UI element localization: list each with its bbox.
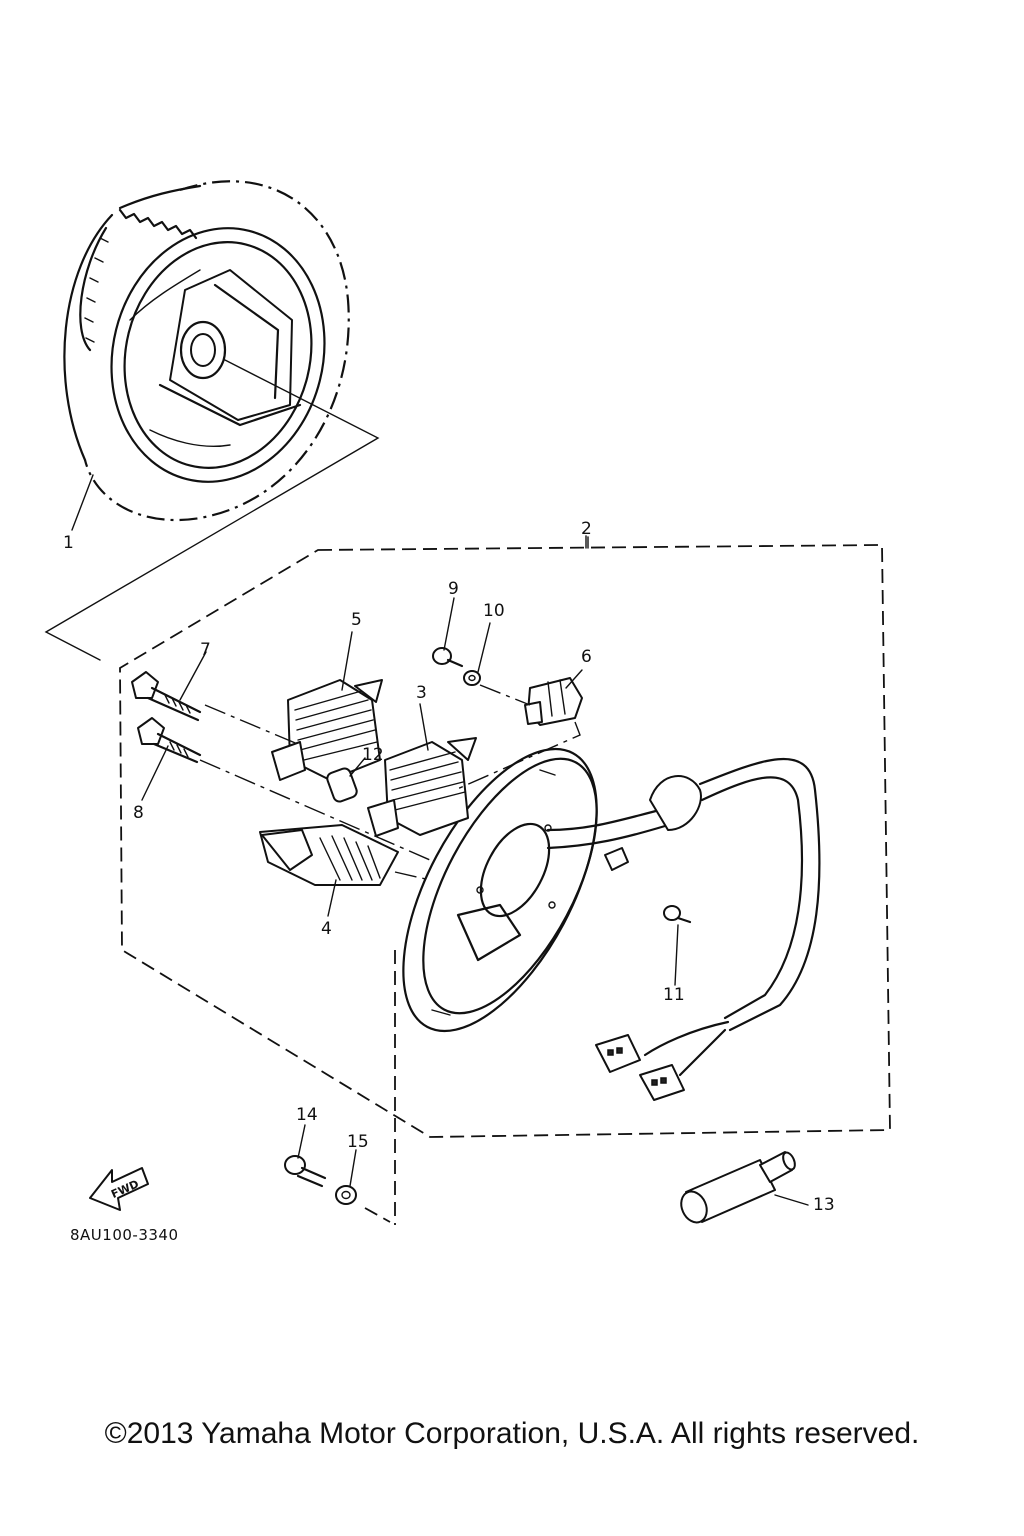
callout-4: 4 <box>321 919 332 939</box>
callout-1: 1 <box>63 533 74 553</box>
stator-plate <box>402 747 629 1033</box>
coil-4 <box>199 759 431 886</box>
callout-13: 13 <box>813 1195 835 1215</box>
callout-14: 14 <box>296 1105 318 1125</box>
bolt-8 <box>137 717 202 764</box>
callout-12: 12 <box>362 745 384 765</box>
callout-2: 2 <box>581 519 592 539</box>
screw-11 <box>663 905 692 924</box>
diagram-code: 8AU100-3340 <box>70 1226 179 1244</box>
callout-11: 11 <box>663 985 685 1005</box>
stator-assembly-outline <box>119 536 891 1225</box>
callout-7: 7 <box>200 640 211 660</box>
washer-10 <box>463 670 481 686</box>
callout-3: 3 <box>416 683 427 703</box>
callout-leader-lines <box>141 535 809 1206</box>
flywheel-rotor <box>44 180 380 661</box>
callout-10: 10 <box>483 601 505 621</box>
forward-direction-arrow: FWD <box>89 1167 149 1211</box>
coil-3 <box>367 737 477 837</box>
bolt-7 <box>131 671 202 722</box>
copyright-notice: ©2013 Yamaha Motor Corporation, U.S.A. A… <box>104 1417 920 1450</box>
wire-harness <box>546 757 821 1101</box>
callout-9: 9 <box>448 579 459 599</box>
screw-14 <box>284 1155 327 1188</box>
callout-5: 5 <box>351 610 362 630</box>
screw-9 <box>432 647 464 668</box>
coil-5 <box>204 679 383 781</box>
callout-6: 6 <box>581 647 592 667</box>
brush-holder-6 <box>454 677 583 791</box>
spacer-12 <box>326 767 358 803</box>
puller-tool-13 <box>680 1151 796 1224</box>
callout-8: 8 <box>133 803 144 823</box>
callout-15: 15 <box>347 1132 369 1152</box>
washer-15 <box>335 1185 357 1205</box>
